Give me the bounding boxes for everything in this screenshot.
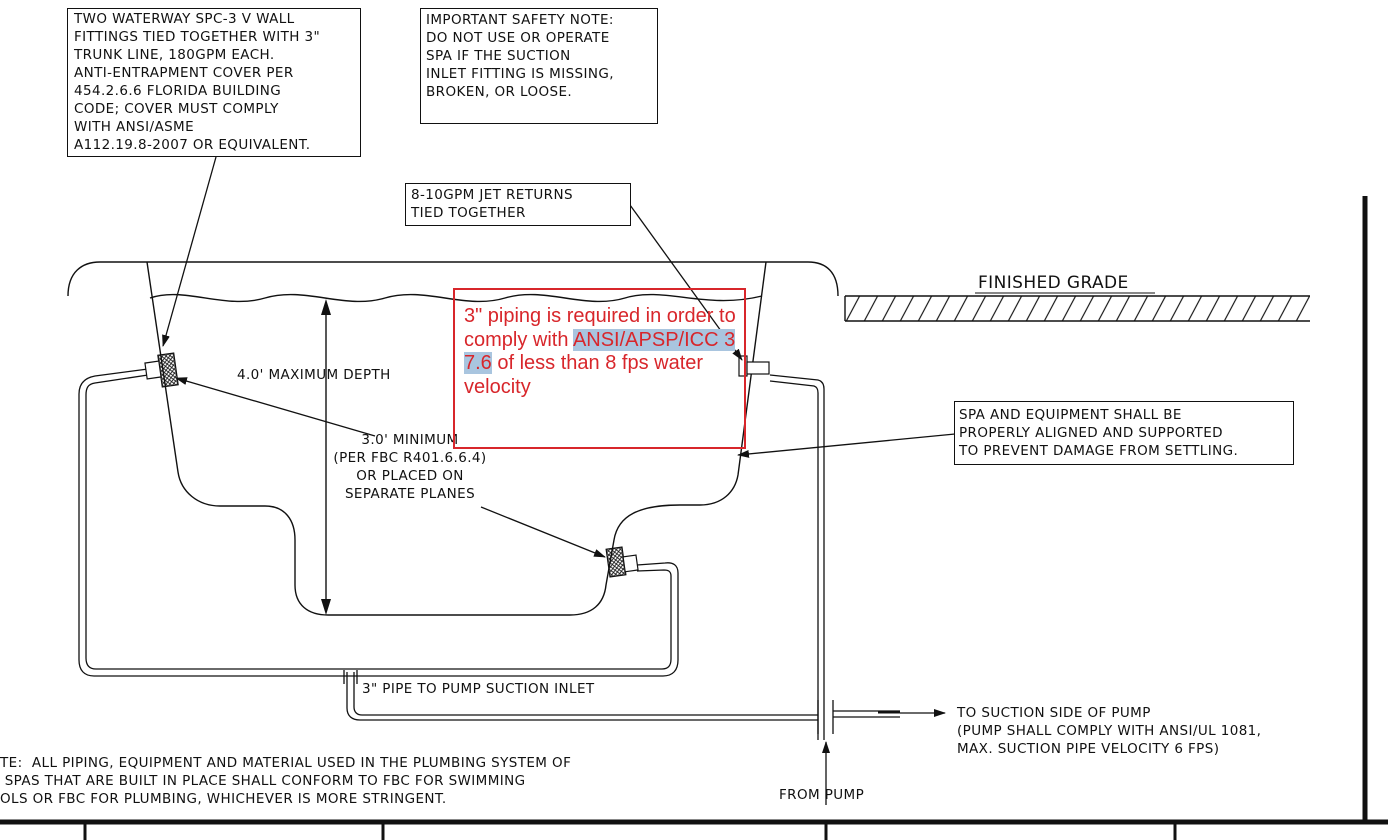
markup-text-part1: 3" piping is required in order to comply…: [464, 305, 736, 351]
max-depth-label: 4.0' MAXIMUM DEPTH: [237, 367, 391, 383]
jet-returns-note: 8-10GPM JET RETURNS TIED TOGETHER: [411, 187, 573, 221]
suction-pipe-left: [78, 368, 679, 677]
safety-note: IMPORTANT SAFETY NOTE: DO NOT USE OR OPE…: [426, 12, 614, 100]
waterway-fittings-note: TWO WATERWAY SPC-3 V WALL FITTINGS TIED …: [74, 11, 321, 153]
leader-waterway: [162, 156, 217, 347]
safety-note-box: [420, 8, 658, 124]
jet-return-pipe: [769, 374, 825, 740]
spa-equipment-note-box: [954, 401, 1294, 465]
leader-minimum-up: [175, 377, 376, 437]
plumbing-general-note: TE: ALL PIPING, EQUIPMENT AND MATERIAL U…: [0, 755, 572, 807]
finished-grade-label: FINISHED GRADE: [978, 273, 1129, 293]
markup-text-part2: of less than 8 fps water velocity: [464, 352, 704, 398]
spa-body-outline: [146, 261, 767, 616]
minimum-separation-label: 3.0' MINIMUM (PER FBC R401.6.6.4) OR PLA…: [333, 432, 487, 502]
suction-fitting-upper-icon: [144, 352, 179, 388]
markup-annotation-box[interactable]: [453, 288, 746, 449]
leader-minimum-down: [480, 506, 606, 558]
water-surface-line: [149, 293, 763, 303]
spa-deck-outline: [67, 261, 839, 297]
jet-returns-note-box: [405, 183, 631, 226]
suction-trunk-to-pump: [353, 672, 818, 716]
suction-fitting-lower-icon: [605, 546, 639, 578]
spa-equipment-note: SPA AND EQUIPMENT SHALL BE PROPERLY ALIG…: [959, 407, 1239, 459]
leader-spa-equipment: [737, 433, 956, 458]
from-pump-label: FROM PUMP: [779, 787, 865, 803]
waterway-fittings-note-box: [67, 8, 361, 157]
markup-annotation-text[interactable]: 3" piping is required in order to comply…: [464, 305, 739, 399]
finished-grade-hatch: [845, 296, 1310, 321]
to-suction-side-label: TO SUCTION SIDE OF PUMP (PUMP SHALL COMP…: [957, 705, 1262, 757]
jet-return-fitting-icon: [738, 355, 770, 377]
pipe-to-pump-label: 3" PIPE TO PUMP SUCTION INLET: [362, 681, 595, 697]
